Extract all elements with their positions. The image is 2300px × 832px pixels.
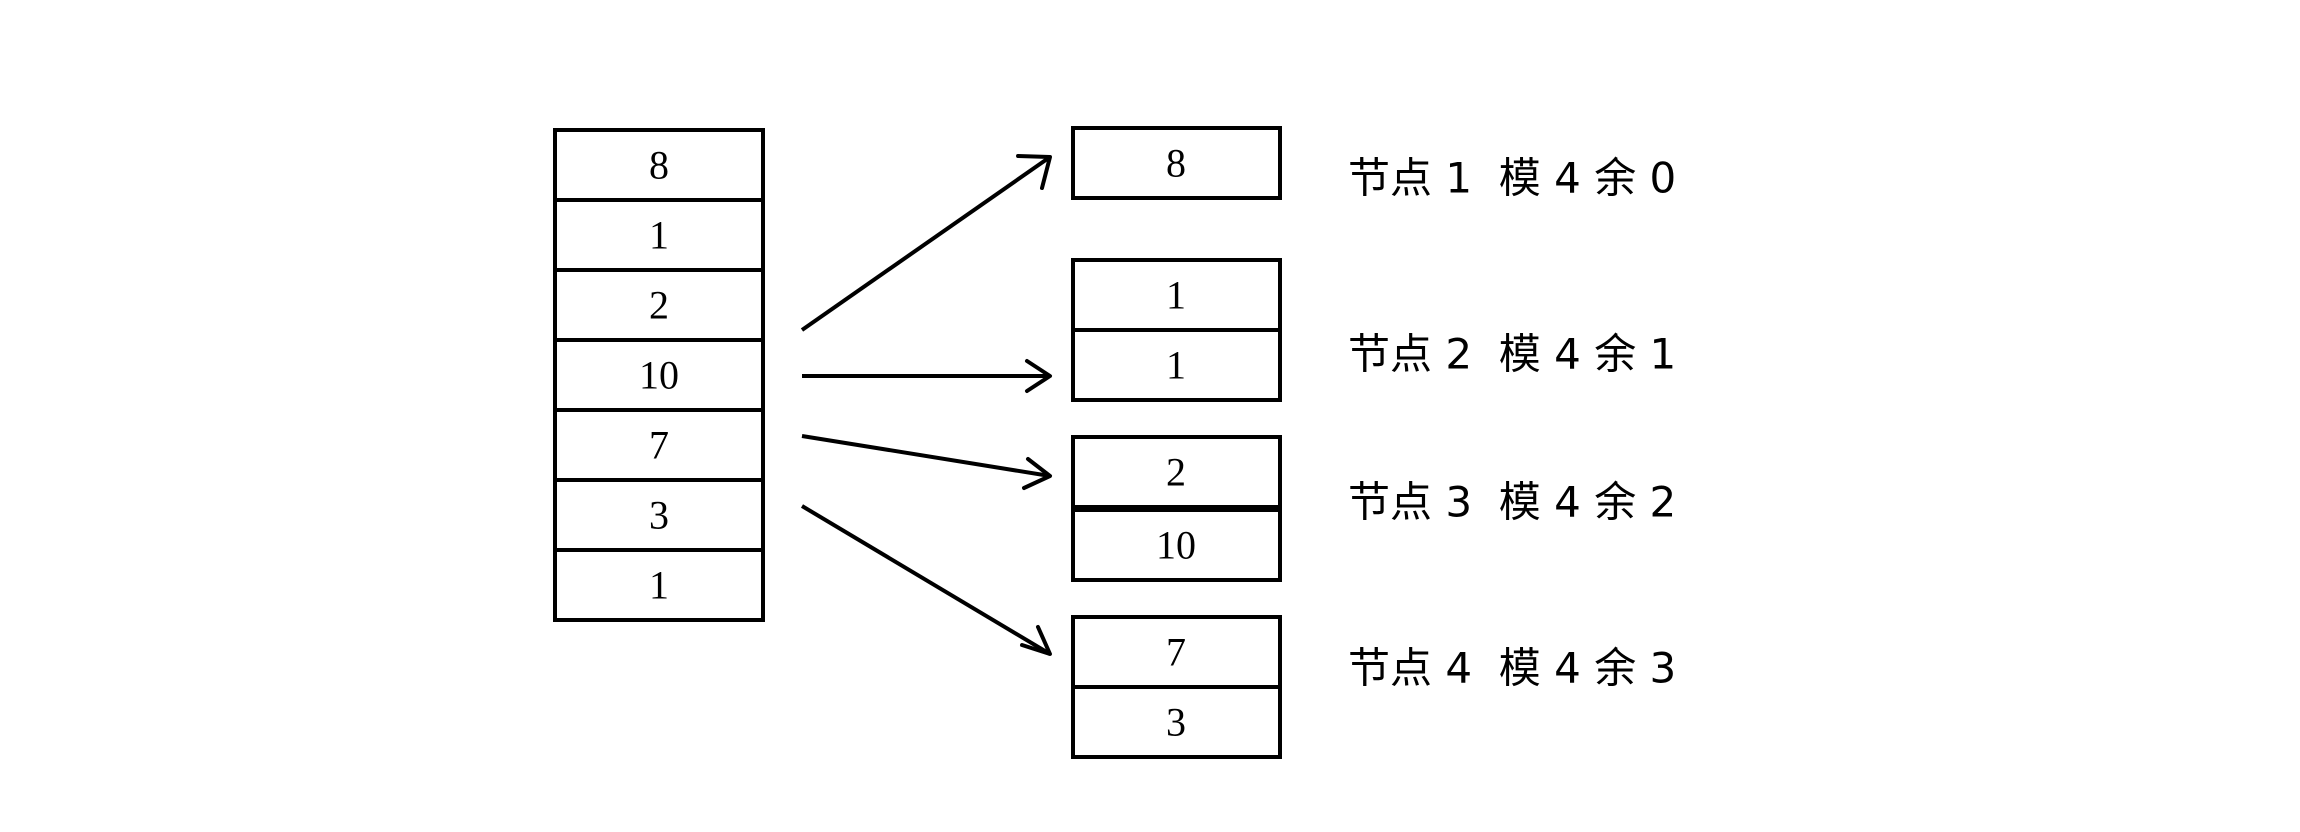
arrow-to-node-3 [801, 434, 1052, 490]
node-cell: 1 [1071, 328, 1282, 402]
source-cell-value: 8 [649, 143, 669, 188]
node-cell-value: 8 [1166, 141, 1186, 186]
source-cell-value: 10 [639, 353, 679, 398]
node-cell-value: 1 [1166, 343, 1186, 388]
node-3: 2 10 节点 3 模 4 余 2 [1071, 435, 1676, 582]
source-column: 8 1 2 10 7 3 1 [553, 128, 765, 622]
node-cell-value: 1 [1166, 273, 1186, 318]
source-cell-value: 3 [649, 493, 669, 538]
arrows [800, 154, 1052, 656]
node-1: 8 节点 1 模 4 余 0 [1071, 126, 1676, 203]
node-3-label: 节点 3 模 4 余 2 [1348, 478, 1676, 527]
source-cell-value: 7 [649, 423, 669, 468]
node-4: 7 3 节点 4 模 4 余 3 [1071, 615, 1676, 759]
node-1-label: 节点 1 模 4 余 0 [1348, 154, 1676, 203]
node-cell-value: 10 [1156, 523, 1196, 568]
node-cell: 10 [1071, 508, 1282, 582]
source-cell: 8 [553, 128, 765, 202]
node-2: 1 1 节点 2 模 4 余 1 [1071, 258, 1676, 402]
node-cell-value: 3 [1166, 700, 1186, 745]
source-cell-value: 2 [649, 283, 669, 328]
node-cell: 2 [1071, 435, 1282, 509]
arrow-to-node-1 [800, 154, 1052, 332]
source-cell: 1 [553, 548, 765, 622]
node-cell: 3 [1071, 685, 1282, 759]
source-cell: 3 [553, 478, 765, 552]
node-cell-value: 2 [1166, 450, 1186, 495]
source-cell-value: 1 [649, 213, 669, 258]
source-cell: 10 [553, 338, 765, 412]
node-cell-value: 7 [1166, 630, 1186, 675]
node-2-label: 节点 2 模 4 余 1 [1348, 330, 1676, 379]
node-cell: 1 [1071, 258, 1282, 332]
node-cell: 7 [1071, 615, 1282, 689]
source-cell: 1 [553, 198, 765, 272]
source-cell: 7 [553, 408, 765, 482]
arrow-to-node-4 [800, 504, 1052, 656]
source-cell: 2 [553, 268, 765, 342]
source-cell-value: 1 [649, 563, 669, 608]
arrow-to-node-2 [802, 359, 1052, 393]
node-cell: 8 [1071, 126, 1282, 200]
node-4-label: 节点 4 模 4 余 3 [1348, 644, 1676, 693]
